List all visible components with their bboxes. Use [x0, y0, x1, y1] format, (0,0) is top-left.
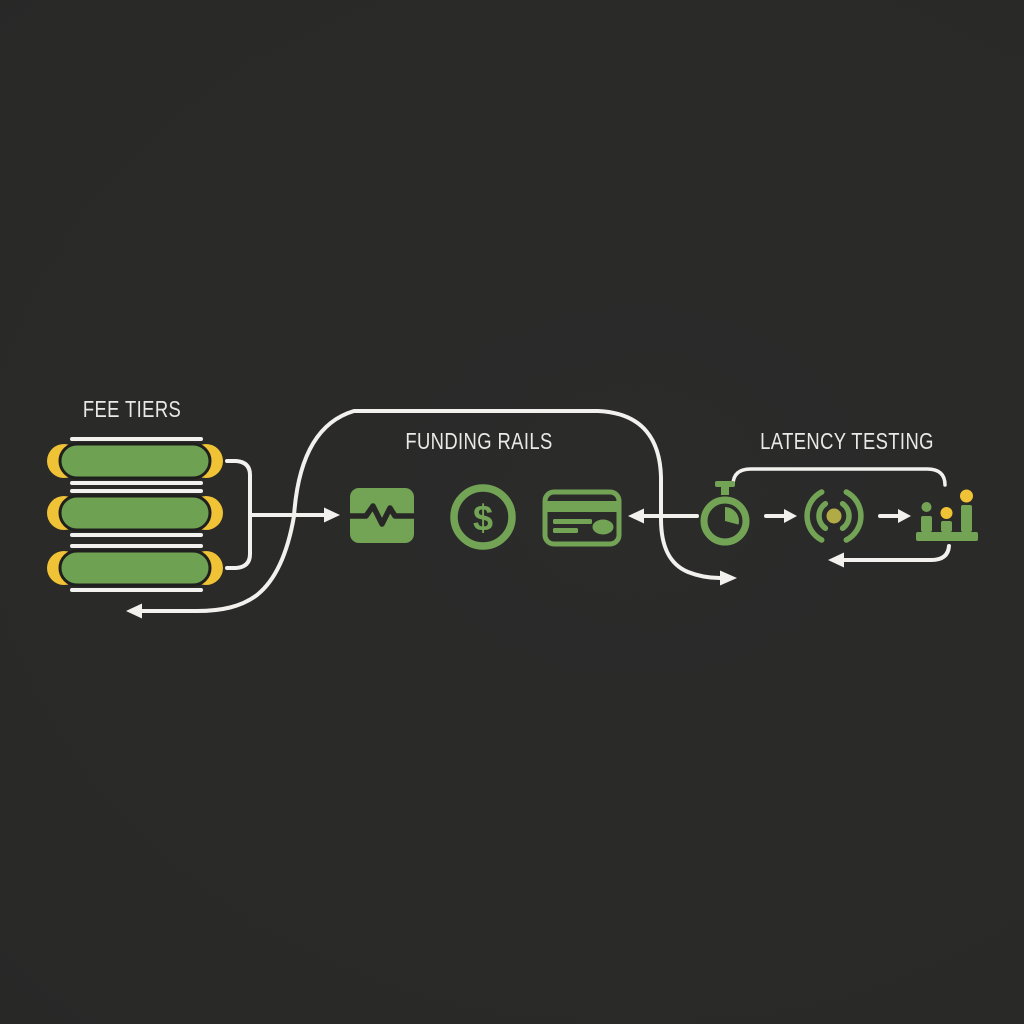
signal-arc-outer-right [843, 489, 864, 543]
tier-3-line-bottom [70, 588, 203, 592]
activity-pulse-icon [350, 488, 414, 543]
funding-rails-title: FUNDING RAILS [405, 428, 553, 454]
tier-2-line-top [70, 489, 203, 493]
signal-arc-inner-left [816, 500, 829, 532]
signal-arc-outer-left [804, 489, 825, 543]
stopwatch-cap [715, 481, 735, 487]
fee-tiers-bracket [225, 459, 252, 570]
arrowhead-right-icon [720, 570, 737, 586]
arrowhead-right-icon [898, 509, 911, 523]
tier-2-line-bottom [70, 533, 203, 537]
stopwatch-dial-wedge [725, 507, 739, 525]
bar-chart-icon [916, 489, 978, 541]
latency-testing-title: LATENCY TESTING [760, 428, 934, 454]
stopwatch-ring [700, 496, 750, 546]
card-outline [542, 489, 622, 547]
dollar-glyph: $ [473, 498, 493, 539]
latency-testing-icons [700, 481, 978, 546]
fee-tiers-title: FEE TIERS [82, 396, 182, 422]
signal-arc-inner-right [839, 500, 852, 532]
pulse-line [350, 503, 414, 527]
arrowhead-left-icon [126, 603, 142, 619]
flow-connectors [126, 409, 951, 619]
card-stripe [546, 501, 618, 512]
card-chip [592, 519, 614, 535]
signal-dot [826, 508, 842, 524]
fee-tier-pill [58, 442, 212, 480]
arrowhead-left-icon [828, 552, 844, 568]
chart-baseline [916, 532, 978, 541]
chart-dot-2 [940, 507, 953, 519]
card-line-long [553, 519, 592, 524]
arrowhead-right-icon [784, 509, 797, 523]
stopwatch-stem [721, 486, 729, 495]
return-to-fee-tiers-arrow [140, 514, 296, 613]
funding-bubble-over-to-latency-arrow [292, 409, 722, 580]
chart-dot-1 [921, 502, 932, 512]
funding-rails-icons: $ [350, 484, 622, 550]
coin-ring [450, 484, 516, 550]
signal-broadcast-icon [804, 489, 864, 543]
tier-3-line-top [70, 544, 203, 548]
credit-card-icon [542, 489, 622, 547]
chart-bar-2 [941, 521, 952, 532]
fee-tiers-stack [47, 437, 223, 592]
activity-box [350, 488, 414, 543]
card-line-short [553, 528, 578, 533]
fee-tier-pill [58, 494, 212, 532]
arrowhead-left-icon [628, 508, 644, 524]
tier-1-line-top [70, 437, 203, 441]
chart-bar-3 [961, 505, 972, 532]
tier-1-line-bottom [70, 481, 203, 485]
chart-bar-1 [921, 516, 932, 532]
chart-dot-3 [960, 489, 973, 503]
stopwatch-icon [700, 481, 750, 546]
fee-tier-pill [58, 549, 212, 587]
arrowhead-right-icon [324, 507, 340, 523]
latency-top-bracket [731, 467, 947, 487]
dollar-coin-icon: $ [450, 484, 516, 550]
bar-chart-return-arrow [842, 544, 951, 562]
